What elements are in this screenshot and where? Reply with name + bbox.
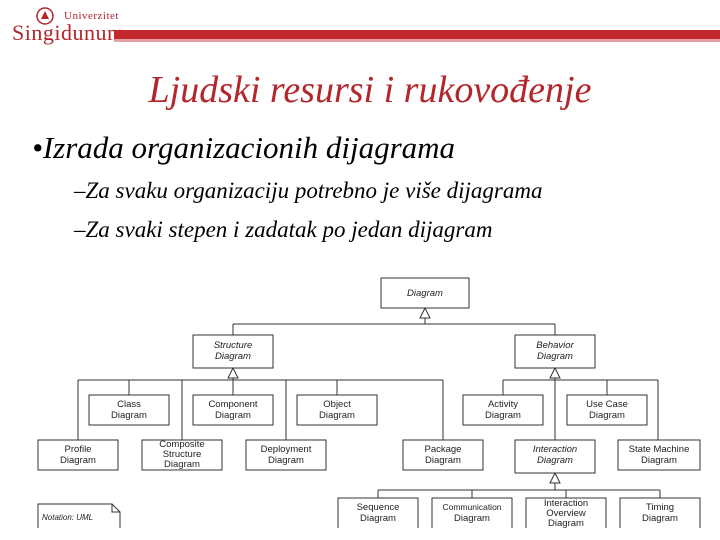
node-behavior-label-2: Diagram [537, 351, 573, 362]
node-behavior-label-1: Behavior [536, 340, 574, 351]
connector-lines [77, 313, 661, 498]
node-interaction-diagram: Interaction Diagram [514, 439, 596, 474]
node-sequence-diagram: Sequence Diagram [337, 497, 419, 530]
node-interaction-label-1: Interaction [533, 444, 577, 455]
node-object-label-1: Object [323, 399, 351, 410]
node-timing-diagram: Timing Diagram [619, 497, 701, 530]
node-diagram: Diagram [380, 277, 470, 309]
arrow-root [419, 306, 431, 319]
node-profile-label-2: Diagram [60, 455, 96, 466]
node-communication-label-2: Diagram [454, 513, 490, 524]
node-communication-label-1: Communication [442, 502, 501, 512]
node-timing-label-1: Timing [646, 502, 674, 513]
node-object-label-2: Diagram [319, 410, 355, 421]
node-sequence-label-2: Diagram [360, 513, 396, 524]
node-deployment-label-2: Diagram [268, 455, 304, 466]
header-bar-shadow [114, 39, 720, 42]
node-state-machine-diagram: State Machine Diagram [617, 439, 701, 471]
node-usecase-label-1: Use Case [586, 399, 628, 410]
seal-icon [36, 7, 54, 25]
sub-bullet-1: –Za svaku organizaciju potrebno je više … [74, 178, 543, 203]
node-profile-label-1: Profile [65, 444, 92, 455]
node-composite-structure-diagram: Composite Structure Diagram [141, 439, 223, 471]
node-structure-label-2: Diagram [215, 351, 251, 362]
node-structure-diagram: Structure Diagram [192, 334, 274, 369]
bullet-text: •Izrada organizacionih dijagrama [32, 130, 456, 165]
generalization-arrows [227, 306, 561, 484]
node-deployment-diagram: Deployment Diagram [245, 439, 327, 471]
node-class-label-2: Diagram [111, 410, 147, 421]
node-package-label-2: Diagram [425, 455, 461, 466]
slide-bottom-edge [0, 528, 720, 540]
node-activity-diagram: Activity Diagram [462, 394, 544, 426]
node-object-diagram: Object Diagram [296, 394, 378, 426]
node-interaction-overview-diagram: Interaction Overview Diagram [525, 497, 607, 530]
sub-bullet-2: –Za svaki stepen i zadatak po jedan dija… [74, 217, 493, 242]
arrow-behavior [549, 366, 561, 379]
uml-hierarchy-svg: Diagram Structure Diagram Behavior Diagr… [37, 277, 701, 530]
node-profile-diagram: Profile Diagram [37, 439, 119, 471]
arrow-interaction [549, 471, 561, 484]
slide-title: Ljudski resursi i rukovođenje [148, 69, 592, 111]
node-communication-diagram: Communication Diagram [431, 497, 513, 530]
node-class-diagram: Class Diagram [88, 394, 170, 426]
node-component-label-1: Component [208, 399, 257, 410]
notation-label: Notation: UML [42, 513, 93, 522]
node-timing-label-2: Diagram [642, 513, 678, 524]
node-overview-label-2: Overview [546, 508, 586, 519]
node-activity-label-1: Activity [488, 399, 518, 410]
node-statemachine-label-2: Diagram [641, 455, 677, 466]
node-overview-label-1: Interaction [544, 498, 588, 509]
node-component-diagram: Component Diagram [192, 394, 274, 426]
node-interaction-label-2: Diagram [537, 455, 573, 466]
logo-text-top: Univerzitet [64, 10, 119, 22]
arrow-structure [227, 366, 239, 379]
node-overview-label-3: Diagram [548, 518, 584, 529]
node-sequence-label-1: Sequence [357, 502, 400, 513]
node-package-label-1: Package [425, 444, 462, 455]
node-structure-label-1: Structure [214, 340, 253, 351]
node-composite-label-3: Diagram [164, 459, 200, 470]
university-logo: Univerzitet Singidunum [10, 6, 124, 46]
uml-diagram: Diagram Structure Diagram Behavior Diagr… [30, 268, 720, 530]
header-bar [114, 30, 720, 39]
logo-text-main: Singidunum [12, 20, 125, 45]
node-component-label-2: Diagram [215, 410, 251, 421]
node-deployment-label-1: Deployment [261, 444, 312, 455]
node-diagram-label: Diagram [407, 288, 443, 299]
node-usecase-diagram: Use Case Diagram [566, 394, 648, 426]
node-composite-label-1: Composite [159, 439, 204, 450]
node-behavior-diagram: Behavior Diagram [514, 334, 596, 369]
node-class-label-1: Class [117, 399, 141, 410]
node-usecase-label-2: Diagram [589, 410, 625, 421]
node-composite-label-2: Structure [163, 449, 202, 460]
node-package-diagram: Package Diagram [402, 439, 484, 471]
notation-note: Notation: UML [37, 503, 121, 530]
node-statemachine-label-1: State Machine [629, 444, 690, 455]
node-activity-label-2: Diagram [485, 410, 521, 421]
